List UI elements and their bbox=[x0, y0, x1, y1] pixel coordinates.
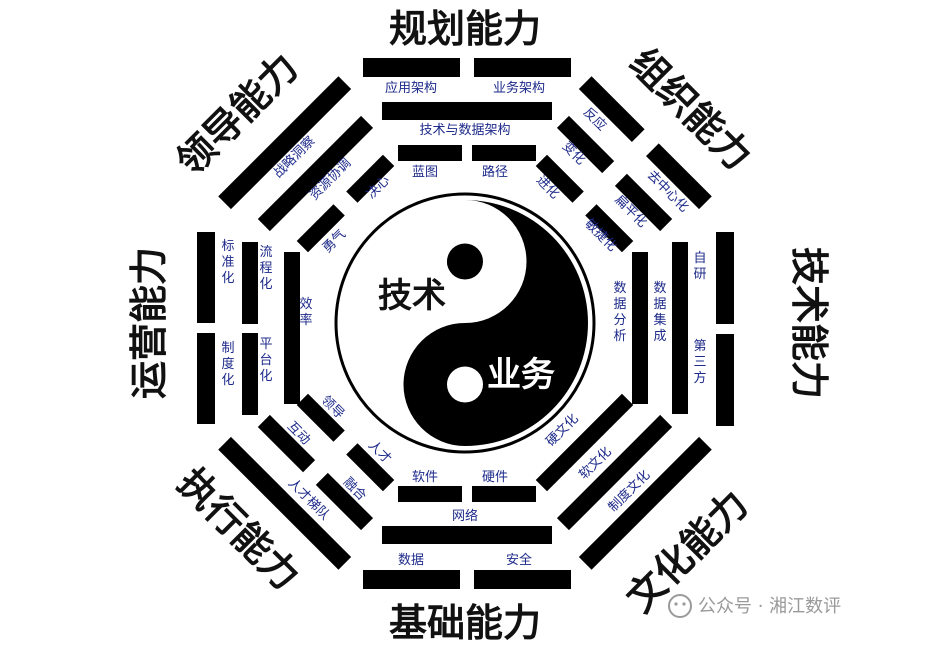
watermark-text: 公众号 · 湘江数评 bbox=[698, 596, 841, 617]
bar bbox=[556, 115, 615, 174]
bar bbox=[672, 242, 688, 414]
bar bbox=[632, 252, 648, 404]
bar bbox=[296, 204, 345, 253]
yang-dot-white bbox=[447, 366, 483, 403]
label-hardware: 硬件 bbox=[482, 470, 508, 485]
label-data: 数据 bbox=[398, 553, 424, 568]
title-planning: 规划能力 bbox=[389, 7, 541, 51]
bar bbox=[614, 173, 673, 232]
trigram-right bbox=[632, 232, 734, 426]
label-process: 流程化 bbox=[259, 245, 272, 292]
bar bbox=[363, 58, 460, 77]
title-foundation: 基础能力 bbox=[389, 601, 541, 645]
bar bbox=[474, 58, 571, 77]
bar bbox=[556, 414, 673, 531]
trigram-top bbox=[363, 58, 571, 161]
title-technology: 技术能力 bbox=[787, 247, 831, 399]
bar bbox=[716, 334, 734, 426]
bar bbox=[716, 232, 734, 324]
bar bbox=[284, 252, 300, 404]
trigram-left bbox=[197, 232, 300, 424]
bar bbox=[398, 486, 462, 502]
label-security: 安全 bbox=[506, 552, 532, 568]
trigram-bottom bbox=[363, 486, 571, 589]
bar bbox=[218, 76, 352, 210]
bar bbox=[257, 115, 374, 232]
trigram-top-right bbox=[535, 76, 712, 253]
label-data-analysis: 数据分析 bbox=[613, 281, 626, 344]
bar bbox=[363, 570, 460, 589]
yin-yang-symbol bbox=[334, 192, 596, 454]
yin-eye bbox=[447, 247, 477, 277]
title-operations: 运营能力 bbox=[127, 247, 171, 399]
label-standardize: 标准化 bbox=[221, 239, 234, 286]
bar bbox=[578, 436, 712, 570]
bar bbox=[382, 526, 552, 544]
label-self-dev: 自研 bbox=[693, 251, 706, 282]
bar bbox=[197, 232, 215, 323]
trigram-bottom-left bbox=[218, 393, 395, 570]
label-institutionalize: 制度化 bbox=[221, 341, 234, 388]
bar bbox=[296, 393, 345, 442]
trigram-bars bbox=[197, 58, 734, 589]
bar bbox=[382, 102, 552, 120]
bar bbox=[472, 145, 536, 161]
bar bbox=[578, 76, 645, 142]
bar bbox=[535, 393, 634, 492]
wechat-icon-dot bbox=[674, 602, 678, 606]
watermark: 公众号 · 湘江数评 bbox=[668, 594, 841, 618]
label-tech-data-arch: 技术与数据架构 bbox=[419, 123, 510, 138]
trigram-bottom-right bbox=[535, 393, 712, 570]
wechat-icon-dot bbox=[682, 602, 686, 606]
title-execution: 执行能力 bbox=[169, 460, 308, 599]
center-text-tech: 技术 bbox=[378, 276, 446, 316]
bar bbox=[242, 242, 258, 324]
bar bbox=[257, 414, 316, 473]
bar bbox=[197, 333, 215, 424]
center-text-business: 业务 bbox=[487, 355, 555, 395]
label-data-integration: 数据集成 bbox=[653, 281, 666, 344]
bar bbox=[535, 154, 584, 203]
title-organization: 组织能力 bbox=[621, 40, 760, 179]
label-software: 软件 bbox=[412, 470, 438, 485]
wechat-icon bbox=[668, 594, 692, 618]
bar bbox=[315, 472, 374, 531]
trigram-top-left bbox=[218, 76, 395, 253]
bar bbox=[218, 436, 352, 570]
label-network: 网络 bbox=[452, 508, 478, 524]
label-path: 路径 bbox=[482, 164, 508, 180]
label-blueprint: 蓝图 bbox=[412, 165, 438, 180]
bar bbox=[585, 204, 634, 253]
label-biz-arch: 业务架构 bbox=[493, 80, 545, 96]
label-platform: 平台化 bbox=[259, 337, 272, 384]
bar bbox=[646, 143, 712, 210]
bar bbox=[398, 145, 462, 161]
bar bbox=[346, 443, 395, 492]
bar bbox=[472, 486, 536, 502]
label-efficiency: 效率 bbox=[299, 297, 312, 328]
bar bbox=[242, 333, 258, 415]
bar bbox=[346, 154, 395, 203]
label-third-party: 第三方 bbox=[693, 339, 706, 386]
label-app-arch: 应用架构 bbox=[385, 80, 437, 96]
bar bbox=[474, 570, 571, 589]
